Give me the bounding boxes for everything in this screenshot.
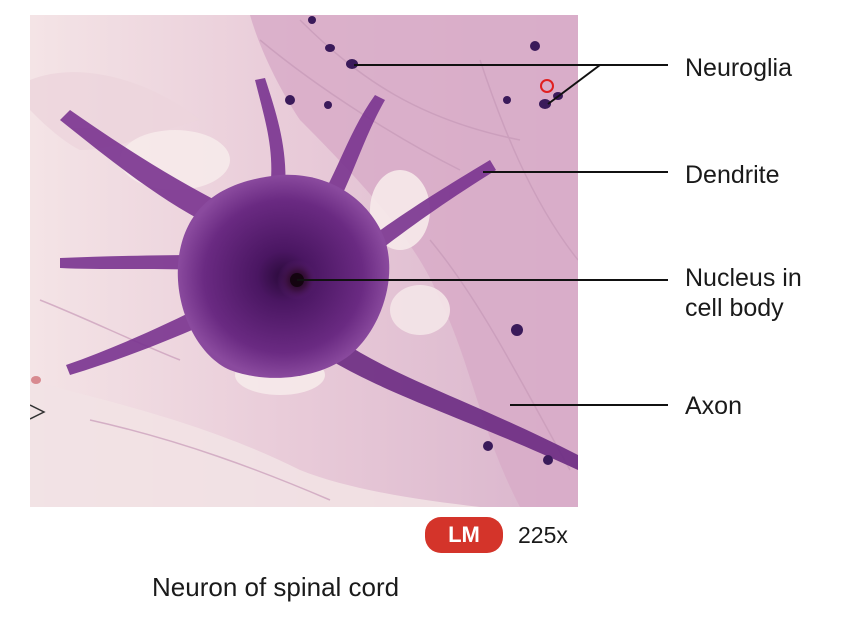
label-nucleus-line-1: Nucleus in [685,264,802,292]
lm-badge: LM [425,517,503,553]
magnification-text: 225x [518,522,568,548]
label-dendrite: Dendrite [685,161,780,189]
label-neuroglia: Neuroglia [685,54,793,82]
label-nucleus-line-2: cell body [685,294,784,322]
label-axon: Axon [685,392,742,420]
leader-line-neuroglia-2 [547,64,601,105]
figure-caption: Neuron of spinal cord [152,572,400,602]
leader-lines [297,64,668,406]
label-nucleus-in-cell-body: Nucleus in cell body [685,263,802,323]
micrograph-tissue [30,15,578,507]
